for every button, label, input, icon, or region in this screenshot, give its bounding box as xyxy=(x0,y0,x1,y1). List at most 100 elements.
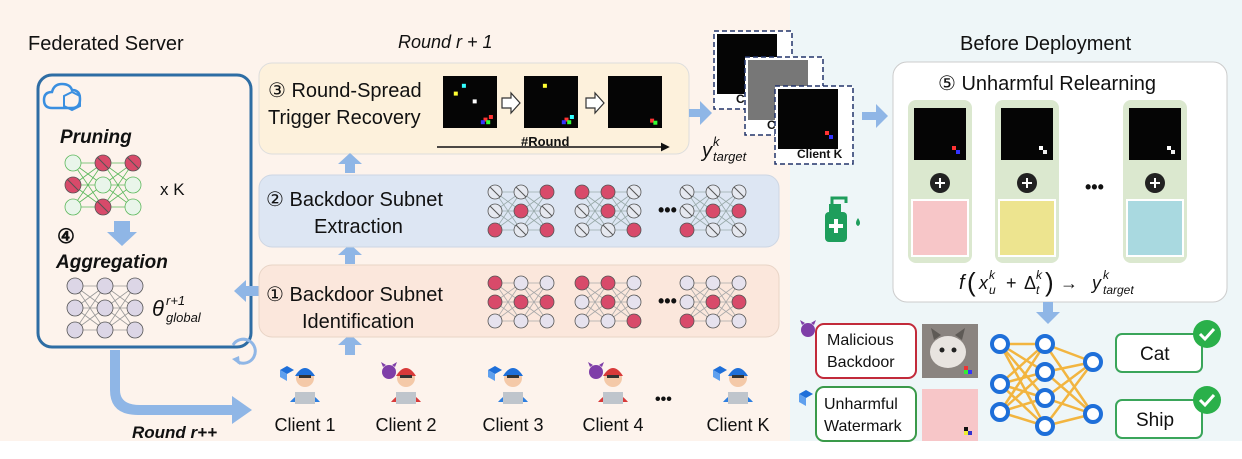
neuron xyxy=(600,203,616,219)
server-box xyxy=(36,73,253,349)
arrow-step2-to-step3 xyxy=(338,153,362,173)
color-swatch xyxy=(998,199,1056,257)
neuron xyxy=(513,313,529,329)
round-axis-label: #Round xyxy=(521,134,569,149)
step4-number: ④ xyxy=(57,226,75,248)
neuron xyxy=(513,294,529,310)
arrow-clients-to-step1 xyxy=(338,334,362,355)
extracted-subnet xyxy=(487,184,555,238)
formula-y: y xyxy=(1090,273,1102,293)
neuron xyxy=(574,294,590,310)
svg-text:(: ( xyxy=(967,267,976,297)
extracted-subnet xyxy=(679,184,747,238)
neuron xyxy=(124,176,142,194)
output-ship-label: Ship xyxy=(1136,410,1174,431)
neuron xyxy=(626,294,642,310)
progress-arrow-icon xyxy=(585,91,605,115)
y-target-symbol: y xyxy=(700,140,713,162)
step1-line2: Identification xyxy=(302,311,414,333)
malicious-backdoor-box xyxy=(815,323,917,379)
trigger-image xyxy=(443,76,497,128)
malicious-devil-icon xyxy=(800,320,816,337)
client-label: Client 4 xyxy=(582,415,643,435)
arrow-step3-to-triggers xyxy=(689,101,712,125)
formula-y-sub: target xyxy=(1103,283,1134,297)
formula-plus: + xyxy=(1006,273,1017,293)
neuron xyxy=(705,294,721,310)
step1-ellipsis: ••• xyxy=(658,291,677,311)
devil-icon xyxy=(382,365,396,379)
step2-line2: Extraction xyxy=(314,216,403,238)
output-cat-label: Cat xyxy=(1140,344,1170,365)
deployment-title: Before Deployment xyxy=(960,33,1132,55)
client-label: Client 1 xyxy=(274,415,335,435)
check-icon-ship xyxy=(1193,386,1221,414)
neuron xyxy=(96,321,114,339)
formula-x-sup: k xyxy=(989,268,996,282)
progress-arrow-icon xyxy=(501,91,521,115)
neuron xyxy=(679,294,695,310)
client-5: Client K xyxy=(706,366,770,435)
client-1: Client 1 xyxy=(274,366,336,435)
neuron xyxy=(513,203,529,219)
neuron xyxy=(626,222,642,238)
neuron xyxy=(731,313,747,329)
round-next-arrow xyxy=(110,350,252,424)
neuron xyxy=(574,184,590,200)
malicious-line2: Backdoor xyxy=(827,354,895,371)
step2-ellipsis: ••• xyxy=(658,200,677,220)
arrow-step1-to-server xyxy=(234,280,259,302)
neuron xyxy=(539,184,555,200)
neuron xyxy=(1083,352,1103,372)
color-swatch xyxy=(911,199,969,257)
neuron xyxy=(487,313,503,329)
neuron xyxy=(731,275,747,291)
neuron xyxy=(990,374,1010,394)
trigger-card: Client K xyxy=(774,85,854,165)
spray-bottle-icon xyxy=(825,196,860,242)
round-current-label: Round r + 1 xyxy=(398,32,493,52)
neuron xyxy=(66,321,84,339)
neuron xyxy=(574,275,590,291)
neuron xyxy=(1083,404,1103,424)
neuron xyxy=(487,294,503,310)
relearning-column xyxy=(1123,100,1187,263)
devil-icon xyxy=(589,365,603,379)
client-4: Client 4 xyxy=(582,362,644,435)
y-target-superscript: k xyxy=(713,134,721,149)
neuron xyxy=(64,154,82,172)
neuron xyxy=(513,275,529,291)
formula-f: f xyxy=(959,272,967,294)
trigger-image xyxy=(524,76,578,128)
identified-subnet xyxy=(679,275,747,329)
neuron xyxy=(705,203,721,219)
watermark-cube-icon xyxy=(799,390,813,406)
neuron xyxy=(66,299,84,317)
formula-delta: Δ xyxy=(1024,273,1036,293)
aggregated-network xyxy=(66,277,144,339)
neuron xyxy=(679,275,695,291)
step2-line1: ② Backdoor Subnet xyxy=(266,189,443,211)
identified-subnet xyxy=(574,275,642,329)
neuron xyxy=(600,275,616,291)
step1-line1: ① Backdoor Subnet xyxy=(266,284,443,306)
theta-superscript: r+1 xyxy=(166,293,185,308)
neuron xyxy=(600,294,616,310)
neuron xyxy=(705,313,721,329)
neuron xyxy=(96,299,114,317)
deployed-model-network xyxy=(990,334,1103,436)
arrow-step1-to-step2 xyxy=(338,244,362,264)
y-target-subscript: target xyxy=(713,149,748,164)
neuron xyxy=(574,313,590,329)
neuron xyxy=(64,198,82,216)
theta-symbol: θ xyxy=(152,296,164,321)
watermark-image xyxy=(922,389,978,441)
output-cat-box xyxy=(1115,333,1203,373)
neuron xyxy=(66,277,84,295)
color-swatch xyxy=(1126,199,1184,257)
neuron xyxy=(1035,416,1055,436)
relearning-formula: f ( x k u + Δ k t ) → y k target xyxy=(959,267,1134,297)
